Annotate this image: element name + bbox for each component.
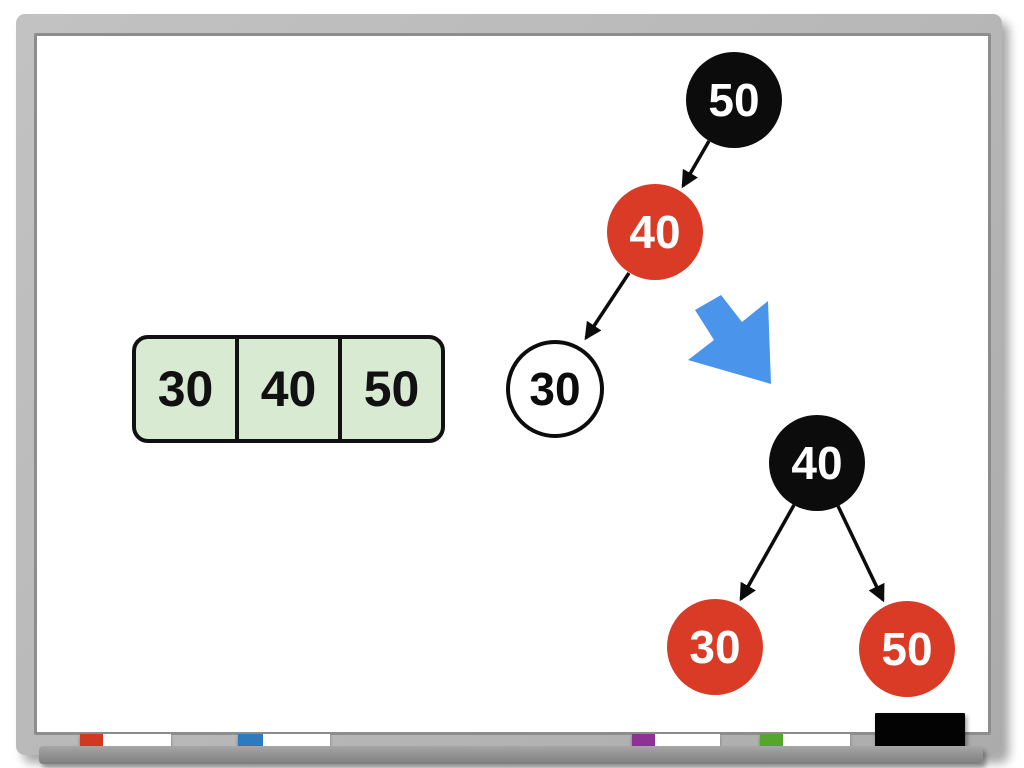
marker-red <box>80 734 171 746</box>
before-tree-leaf-node-30: 30 <box>506 340 604 438</box>
marker-blue <box>238 734 330 746</box>
before-tree-mid-node-40: 40 <box>607 184 703 280</box>
marker-red-body <box>103 734 171 746</box>
eraser-icon <box>875 713 965 747</box>
marker-green-cap-icon <box>760 734 783 746</box>
after-tree-left-node-30: 30 <box>667 599 763 695</box>
marker-purple-body <box>655 734 720 746</box>
after-tree-root-node-40: 40 <box>769 415 865 511</box>
marker-purple-cap-icon <box>632 734 655 746</box>
array-cell-30: 30 <box>136 339 239 439</box>
marker-purple <box>632 734 720 746</box>
after-tree-right-node-50: 50 <box>859 601 955 697</box>
marker-blue-cap-icon <box>238 734 263 746</box>
marker-red-cap-icon <box>80 734 103 746</box>
marker-blue-body <box>263 734 330 746</box>
sorted-array-box: 30 40 50 <box>132 335 445 443</box>
marker-green-body <box>783 734 850 746</box>
marker-green <box>760 734 850 746</box>
before-tree-root-node-50: 50 <box>686 52 782 148</box>
array-cell-50: 50 <box>363 361 420 417</box>
array-cell-40: 40 <box>239 339 342 439</box>
marker-tray <box>39 746 983 764</box>
